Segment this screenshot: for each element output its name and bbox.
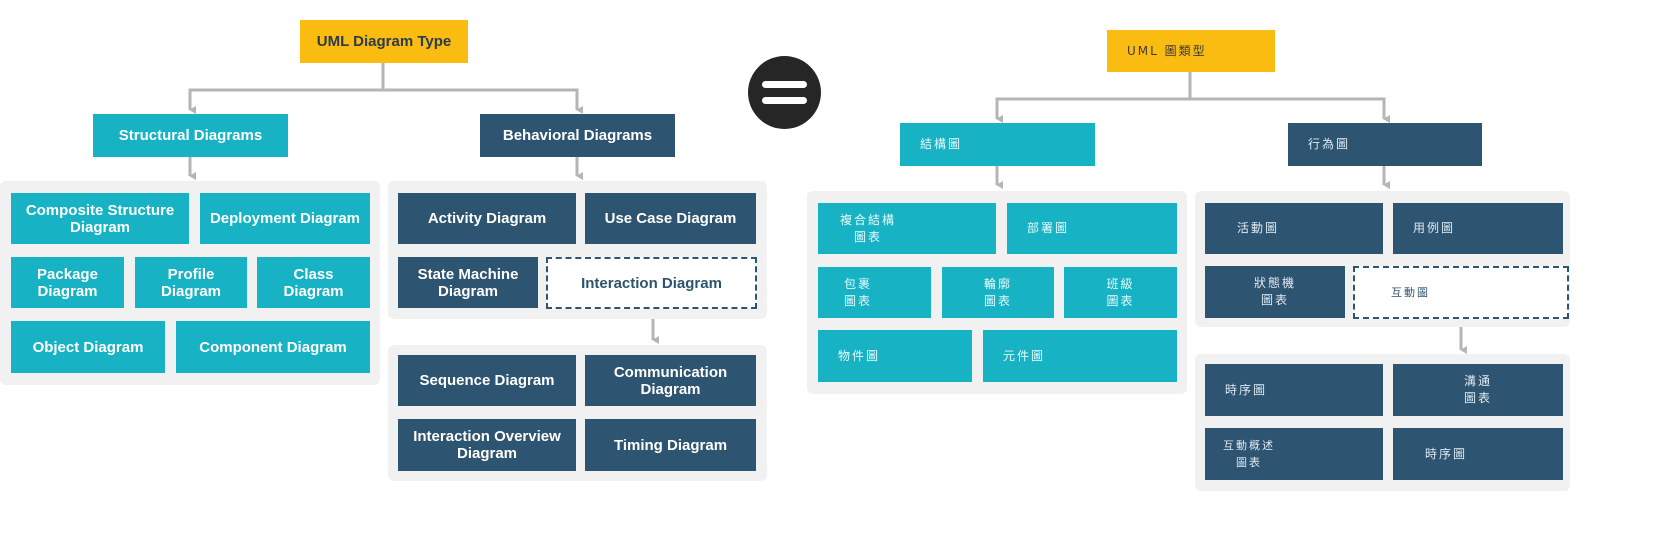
interaction-overview-diagram-zh: 互動概述 圖表 xyxy=(1205,428,1383,480)
class-diagram: Class Diagram xyxy=(257,257,370,308)
interaction-panel: Sequence Diagram Communication Diagram I… xyxy=(388,345,767,481)
package-diagram: Package Diagram xyxy=(11,257,124,308)
interaction-panel-zh: 時序圖 溝通 圖表 互動概述 圖表 時序圖 xyxy=(1195,354,1570,491)
state-machine-diagram: State Machine Diagram xyxy=(398,257,538,308)
sequence-diagram-zh: 時序圖 xyxy=(1205,364,1383,416)
behavioral-diagrams-node-zh: 行為圖 xyxy=(1288,123,1482,166)
component-diagram-zh: 元件圖 xyxy=(983,330,1177,382)
timing-diagram: Timing Diagram xyxy=(585,419,756,471)
object-diagram-zh: 物件圖 xyxy=(818,330,972,382)
structural-diagrams-node-zh: 結構圖 xyxy=(900,123,1095,166)
state-machine-diagram-zh: 狀態機 圖表 xyxy=(1205,266,1345,318)
behavioral-diagrams-node: Behavioral Diagrams xyxy=(480,114,675,157)
profile-diagram-zh: 輪廓 圖表 xyxy=(942,267,1054,318)
activity-diagram-zh: 活動圖 xyxy=(1205,203,1383,254)
interaction-diagram-zh: 互動圖 xyxy=(1353,266,1569,319)
composite-structure-diagram: Composite Structure Diagram xyxy=(11,193,189,244)
activity-diagram: Activity Diagram xyxy=(398,193,576,244)
structural-diagrams-node: Structural Diagrams xyxy=(93,114,288,157)
object-diagram: Object Diagram xyxy=(11,321,165,373)
profile-diagram: Profile Diagram xyxy=(135,257,247,308)
communication-diagram-zh: 溝通 圖表 xyxy=(1393,364,1563,416)
use-case-diagram-zh: 用例圖 xyxy=(1393,203,1563,254)
package-diagram-zh: 包裹 圖表 xyxy=(818,267,931,318)
interaction-overview-diagram: Interaction Overview Diagram xyxy=(398,419,576,471)
component-diagram: Component Diagram xyxy=(176,321,370,373)
behavioral-panel: Activity Diagram Use Case Diagram State … xyxy=(388,181,767,319)
root-node: UML Diagram Type xyxy=(300,20,468,63)
structural-panel: Composite Structure Diagram Deployment D… xyxy=(0,181,380,385)
equals-icon xyxy=(748,56,821,129)
deployment-diagram-zh: 部署圖 xyxy=(1007,203,1177,254)
communication-diagram: Communication Diagram xyxy=(585,355,756,406)
class-diagram-zh: 班級 圖表 xyxy=(1064,267,1177,318)
root-node-zh: UML 圖類型 xyxy=(1107,30,1275,72)
use-case-diagram: Use Case Diagram xyxy=(585,193,756,244)
deployment-diagram: Deployment Diagram xyxy=(200,193,370,244)
composite-structure-diagram-zh: 複合結構 圖表 xyxy=(818,203,996,254)
interaction-diagram: Interaction Diagram xyxy=(546,257,757,309)
timing-diagram-zh: 時序圖 xyxy=(1393,428,1563,480)
sequence-diagram: Sequence Diagram xyxy=(398,355,576,406)
structural-panel-zh: 複合結構 圖表 部署圖 包裹 圖表 輪廓 圖表 班級 圖表 物件圖 元件圖 xyxy=(807,191,1187,394)
behavioral-panel-zh: 活動圖 用例圖 狀態機 圖表 互動圖 xyxy=(1195,191,1570,327)
